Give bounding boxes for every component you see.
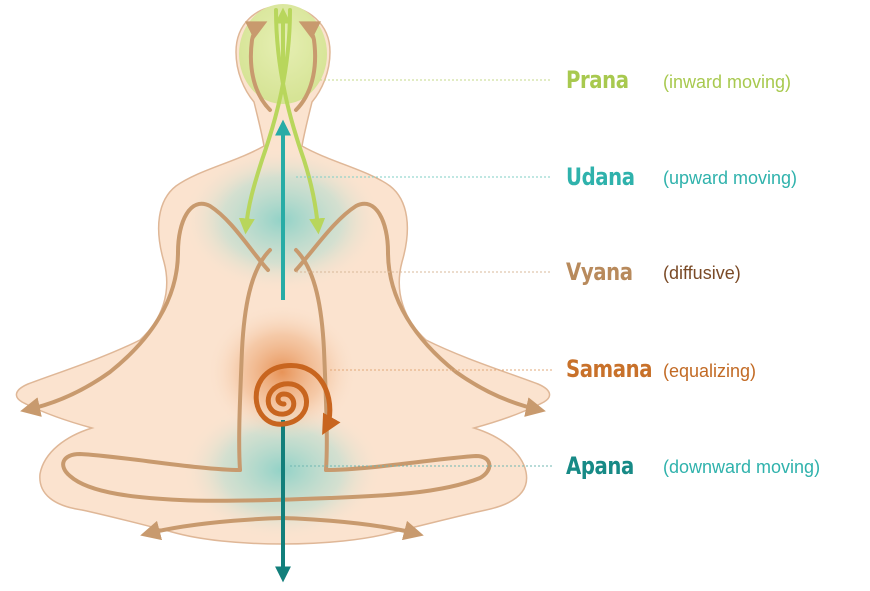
- udana-description: (upward moving): [663, 169, 797, 187]
- apana-description: (downward moving): [663, 458, 820, 476]
- vyana-label: Vyana: [566, 260, 633, 284]
- samana-description: (equalizing): [663, 362, 756, 380]
- vyana-description: (diffusive): [663, 264, 741, 282]
- prana-label: Prana: [566, 68, 629, 92]
- udana-label: Udana: [566, 165, 635, 189]
- samana-label: Samana: [566, 357, 652, 381]
- navel-glow: [207, 304, 357, 440]
- prana-description: (inward moving): [663, 73, 791, 91]
- apana-label: Apana: [566, 454, 634, 478]
